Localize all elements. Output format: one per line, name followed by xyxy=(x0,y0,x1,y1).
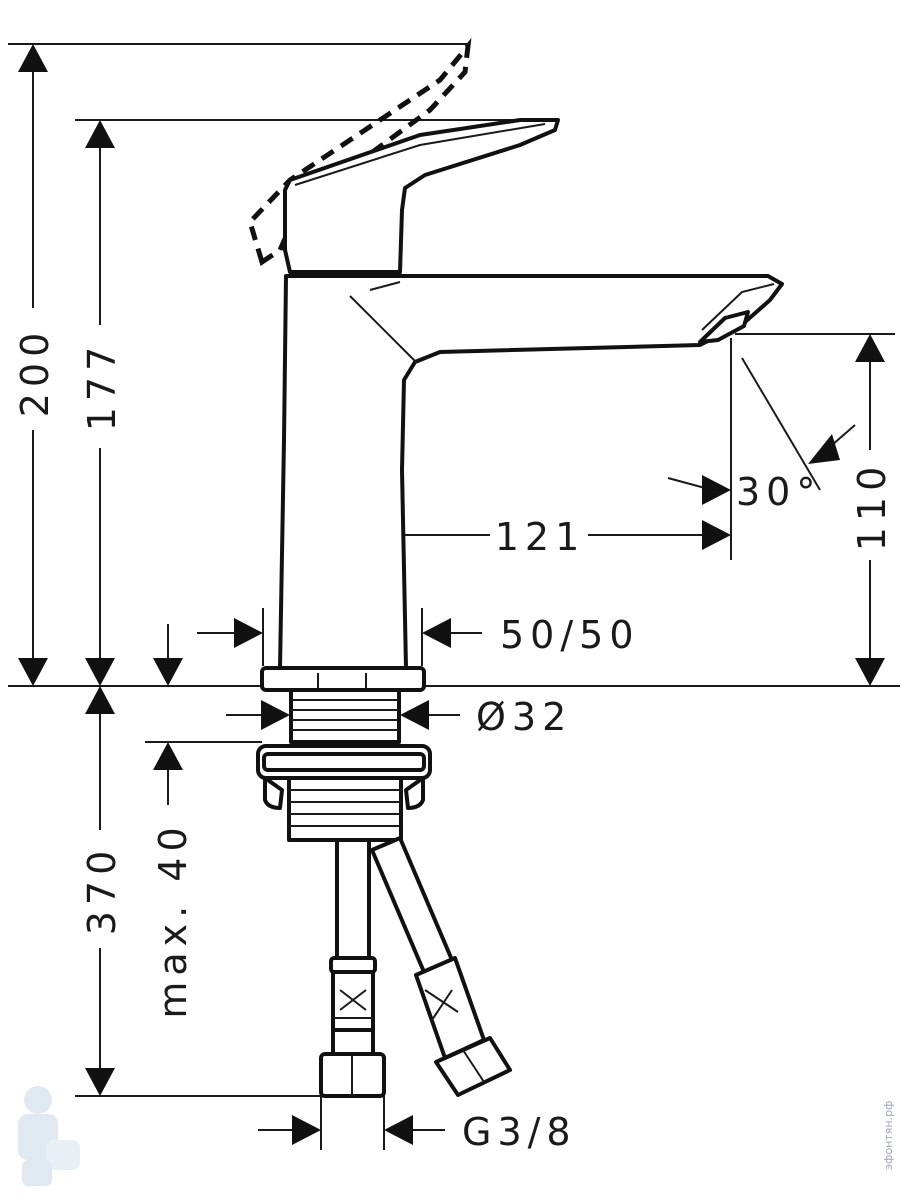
dim-label-diameter: Ø32 xyxy=(476,695,572,739)
dimension-connection: G3/8 xyxy=(258,1110,577,1154)
dim-label-121: 121 xyxy=(495,515,586,559)
dim-label-110: 110 xyxy=(850,461,894,552)
watermark-site-text: эфонтян.рф xyxy=(882,1101,895,1170)
dim-label-177: 177 xyxy=(80,341,124,432)
faucet-body-and-spout xyxy=(278,274,784,670)
thread-lines xyxy=(291,699,399,731)
dimension-370: 370 xyxy=(80,686,124,1096)
lower-thread-lines xyxy=(289,789,401,827)
dimension-max-40: max. 40 xyxy=(151,624,195,1019)
dim-label-370: 370 xyxy=(80,845,124,936)
dimension-110: 110 xyxy=(850,334,894,686)
dimension-177: 177 xyxy=(80,120,124,686)
dimension-30-degree: 30° xyxy=(667,424,856,514)
faucet-lever xyxy=(283,118,560,274)
plumber-mascot-icon xyxy=(18,1086,80,1186)
supply-hose-straight xyxy=(319,838,386,1098)
dimension-diameter: Ø32 xyxy=(226,695,572,739)
reference-lines xyxy=(8,43,900,1150)
supply-hose-angled xyxy=(370,836,512,1097)
dimension-200: 200 xyxy=(13,44,57,686)
dim-label-200: 200 xyxy=(13,327,57,418)
dim-label-cartridge: 50/50 xyxy=(500,613,640,657)
dim-label-max-40: max. 40 xyxy=(151,821,195,1018)
mounting-hardware xyxy=(256,666,432,842)
dim-label-connection: G3/8 xyxy=(462,1110,577,1154)
dim-label-angle: 30° xyxy=(736,470,821,514)
dimension-50-50: 50/50 xyxy=(197,613,640,657)
